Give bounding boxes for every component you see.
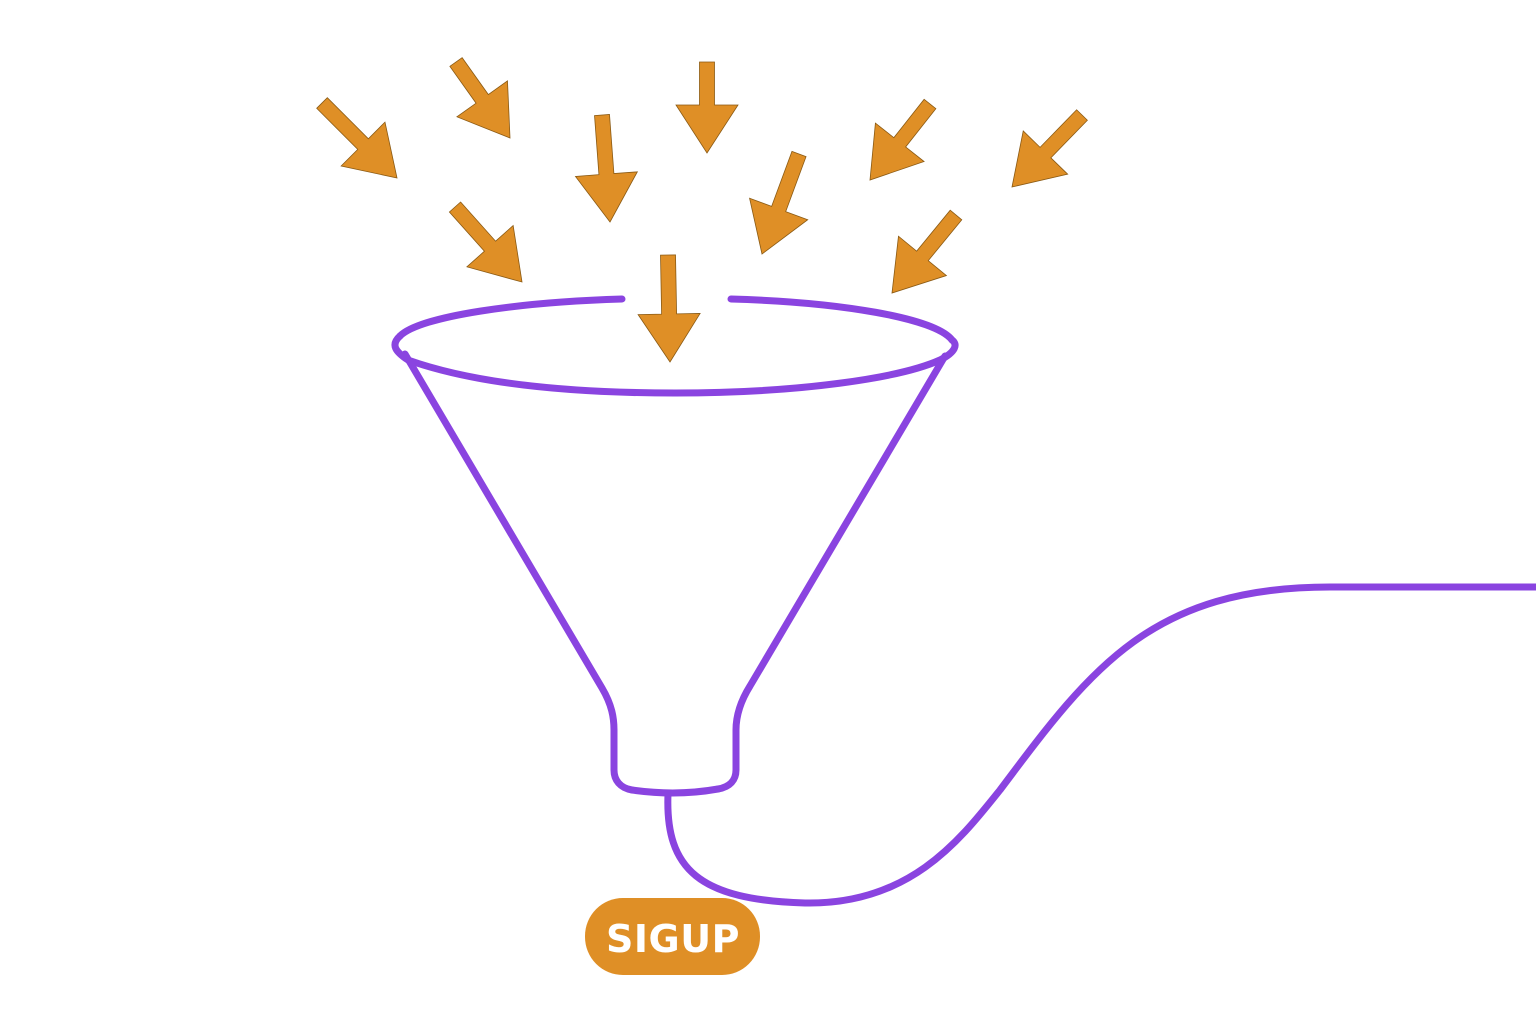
funnel-rim-back-left [396, 295, 626, 340]
arrow-shape [449, 57, 511, 139]
funnel-spout-bottom [628, 785, 722, 797]
signup-button-label: SIGUP [606, 917, 740, 961]
arrow-icon [675, 61, 739, 154]
arrow-shape [574, 114, 639, 223]
output-pipe [664, 583, 1536, 907]
funnel-icon [391, 295, 959, 797]
arrow-icon [316, 97, 398, 179]
signup-button[interactable]: SIGUP [585, 898, 760, 975]
funnel-cone-left [401, 350, 636, 794]
arrow-shape [869, 98, 937, 181]
arrow-shape [448, 201, 523, 283]
arrow-icon [637, 254, 701, 363]
arrow-shape [891, 209, 963, 294]
signup-button-background [585, 898, 760, 975]
arrow-shape [637, 254, 701, 363]
arrow-icon [448, 201, 523, 283]
arrow-icon [574, 114, 639, 223]
funnel-rim-back-right [727, 295, 956, 344]
arrow-icon [891, 209, 963, 294]
arrow-shape [749, 150, 809, 255]
funnel-cone-right [714, 352, 949, 793]
arrow-icon [749, 150, 809, 255]
arrow-icon [869, 98, 937, 181]
arrow-shape [675, 61, 739, 154]
arrow-shape [1011, 109, 1088, 188]
arrow-icon [449, 57, 511, 139]
arrow-icon [1011, 109, 1088, 188]
arrow-shape [316, 97, 398, 179]
incoming-arrows [316, 57, 1088, 363]
